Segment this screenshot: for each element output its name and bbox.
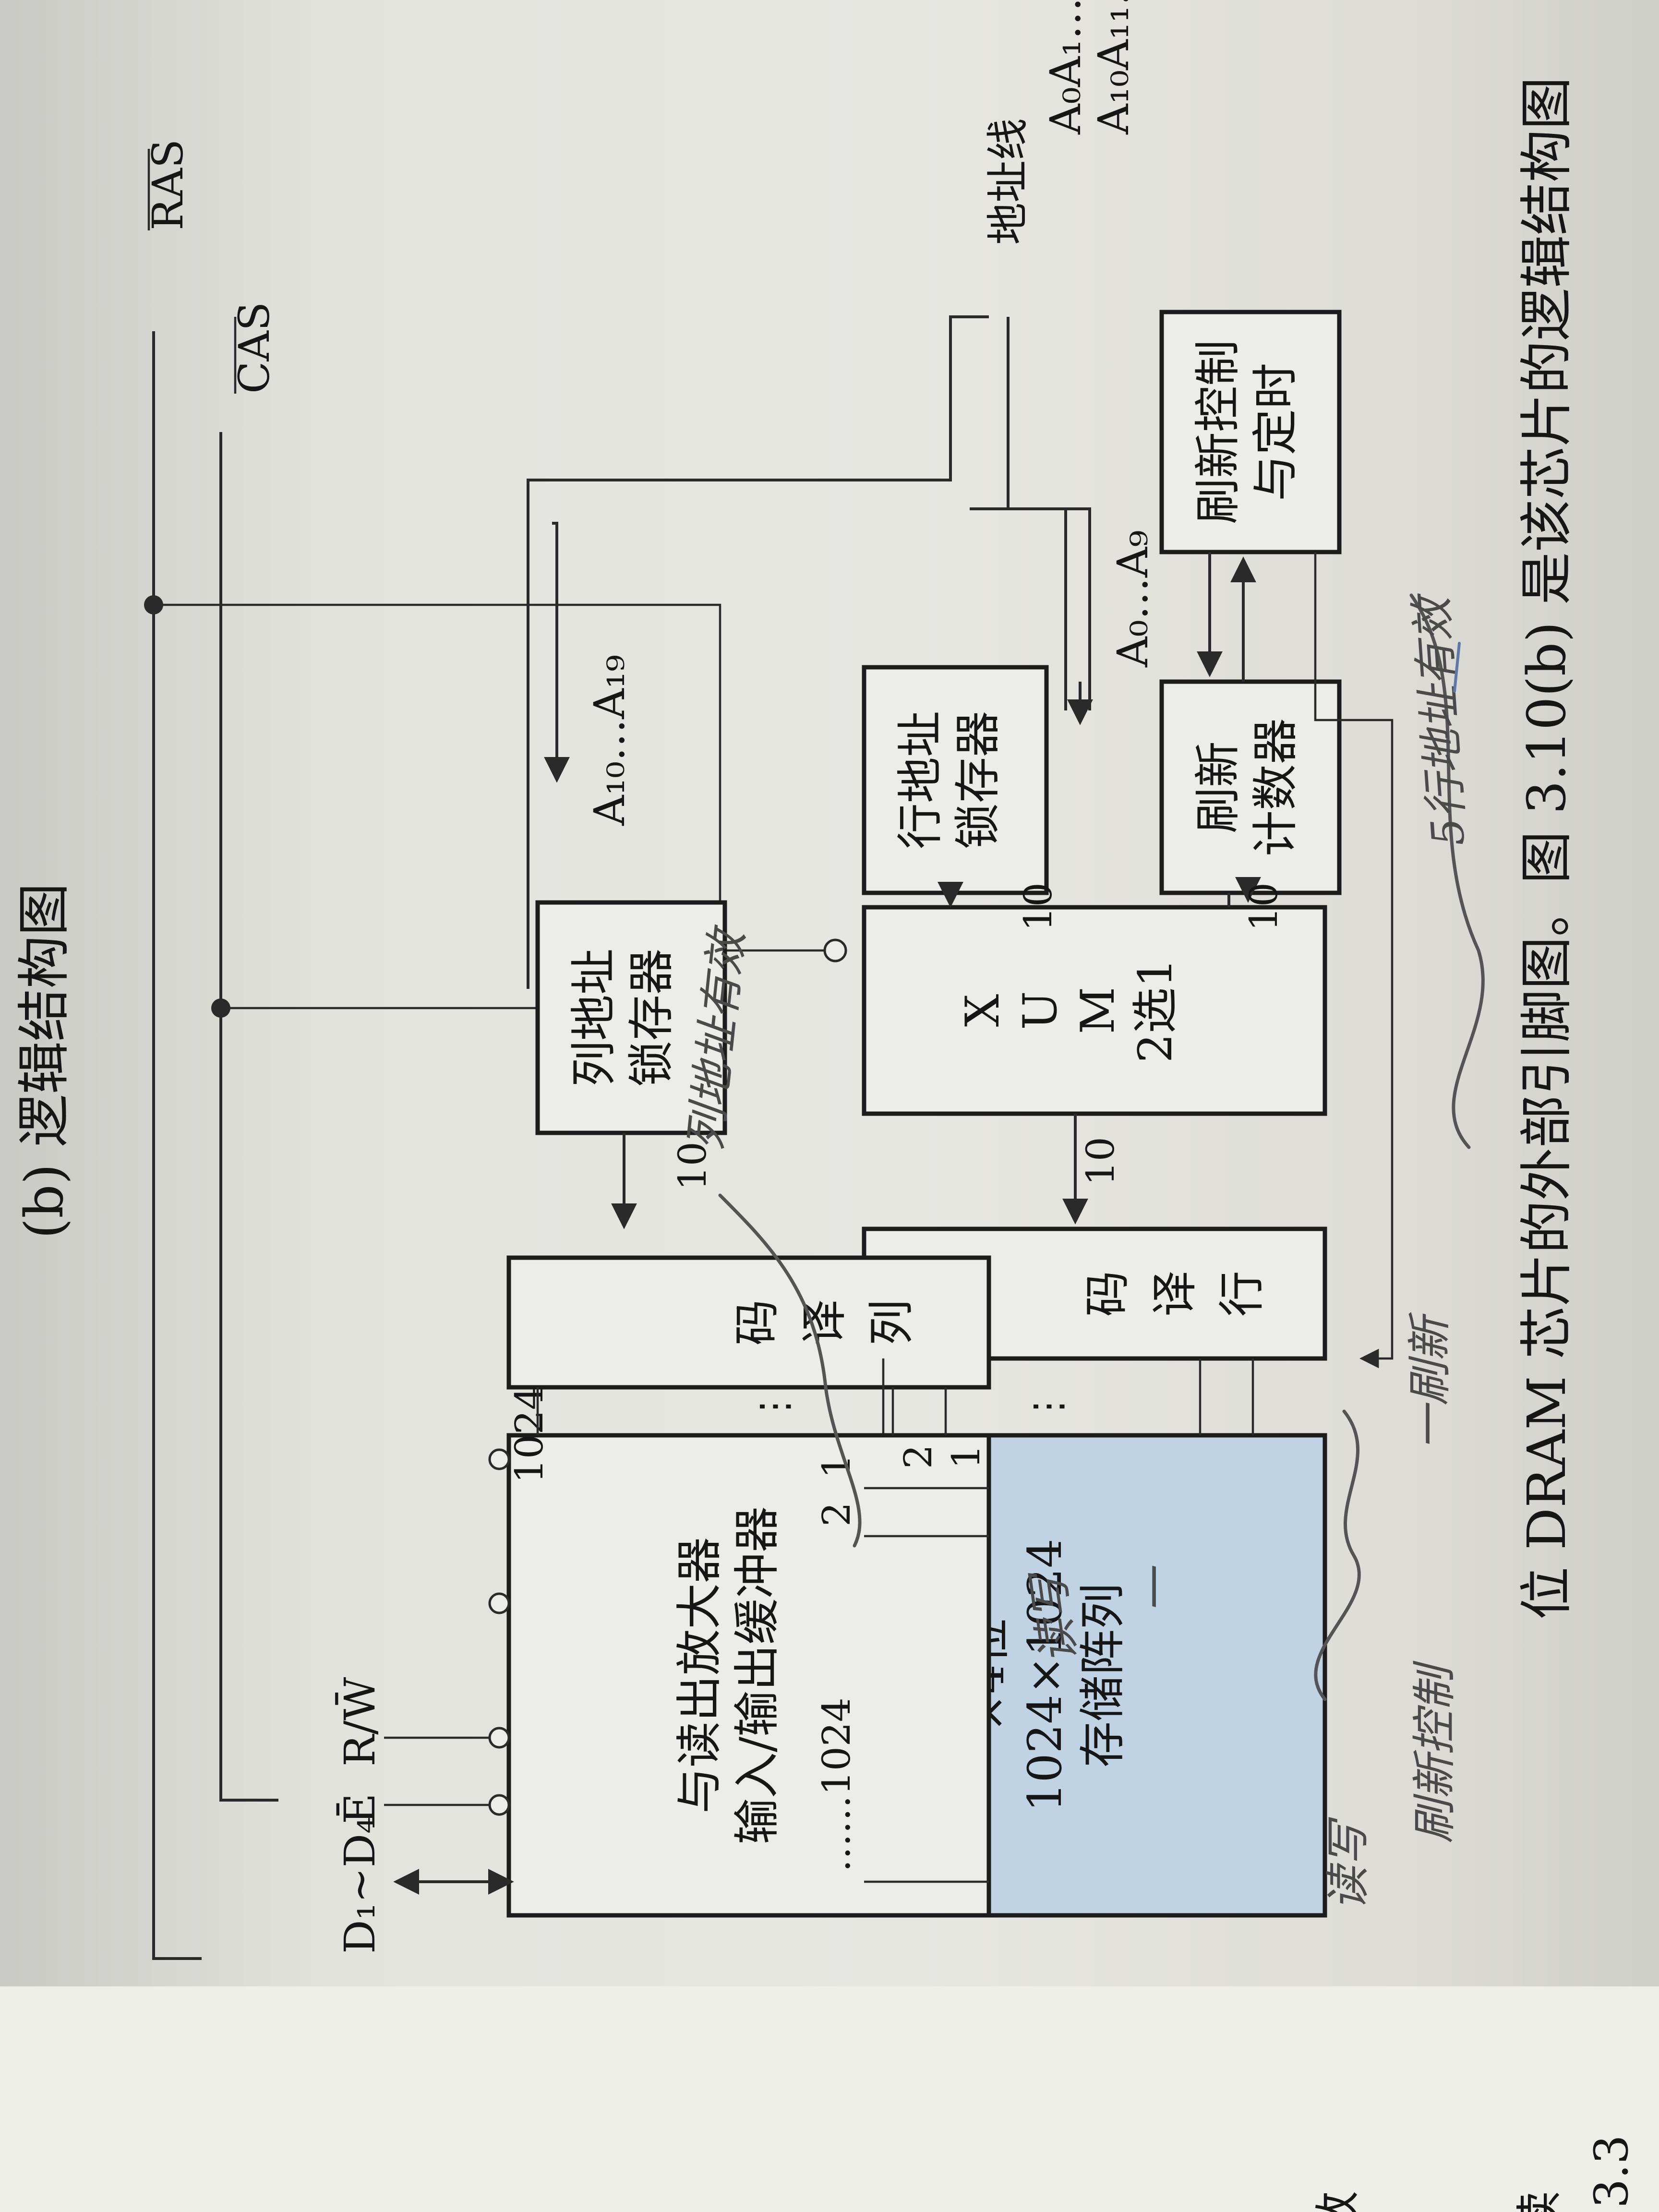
row-decoder-char1: 行 xyxy=(1215,1271,1269,1317)
rw-pin-bubble xyxy=(490,1728,509,1747)
io-buffer-line1: 输入/输出缓冲器 xyxy=(730,1506,784,1844)
address-bus-inner xyxy=(1008,317,1090,710)
ras-io-bubble xyxy=(490,1594,509,1613)
array-io-1: 1 xyxy=(814,1454,859,1479)
col-wire-vdots: ⋮ xyxy=(752,1387,796,1426)
memory-array-line1: 存储阵列 xyxy=(1076,1583,1130,1767)
row-bus-label: A₀…A₉ xyxy=(1108,530,1157,668)
handwriting-6: 刷新控制 xyxy=(1409,1660,1460,1843)
side-text-2: 读 xyxy=(1513,2191,1566,2212)
col-latch-line1: 列地址 xyxy=(567,949,621,1087)
refresh-counter-line2: 计数器 xyxy=(1249,718,1302,856)
array-io-dots: ……1024 xyxy=(814,1697,859,1872)
address-pins-2: A₁₀A₁₁…A₁₉ xyxy=(1089,0,1138,135)
ras-label: RAS xyxy=(143,139,192,230)
address-lines-label: 地址线 xyxy=(983,118,1033,245)
rw-label: R/W̄ xyxy=(335,1677,385,1767)
side-text-1: 3.3 xyxy=(1585,2135,1638,2208)
col-decoder-char1: 列 xyxy=(865,1299,918,1346)
handwriting-7: 读写 xyxy=(1322,1817,1374,1911)
io-label-1: 1 xyxy=(944,1444,988,1469)
col-bus xyxy=(552,523,557,778)
row-decoder-char2: 译 xyxy=(1148,1271,1202,1317)
counter-width: 10 xyxy=(1241,882,1286,931)
caption-bottom: (b) 逻辑结构图 xyxy=(13,883,75,1238)
row-decoder-char3: 码 xyxy=(1081,1271,1134,1317)
io-label-2: 2 xyxy=(896,1444,940,1469)
ras-line xyxy=(154,331,202,1959)
address-pins-1: A₀A₁…A₉/ xyxy=(1041,0,1090,135)
row-wire-vdots: ⋮ xyxy=(1025,1387,1070,1426)
row-latch-line1: 行地址 xyxy=(893,711,947,849)
cas-io-bubble xyxy=(490,1450,509,1469)
cas-line xyxy=(221,432,278,1800)
array-io-2: 2 xyxy=(814,1502,859,1527)
refresh-control-line1: 刷新控制 xyxy=(1191,340,1245,524)
col-latch-line2: 锁存器 xyxy=(625,949,678,1087)
row-latch-bubble xyxy=(825,940,846,961)
row-latch-line2: 锁存器 xyxy=(951,711,1005,849)
mux-decoder-width: 10 xyxy=(1078,1137,1123,1186)
cas-junction xyxy=(211,998,230,1018)
mux-line1: 2选1 xyxy=(1129,958,1182,1063)
e-pin-bubble xyxy=(490,1795,509,1815)
caption-top: 位 DRAM 芯片的外部引脚图。图 3.10(b) 是该芯片的逻辑结构图 xyxy=(1516,77,1577,1620)
refresh-control-line2: 与定时 xyxy=(1249,363,1302,501)
col-bus-label: A₁₀…A₁₉ xyxy=(585,655,634,826)
handwriting-5: 一 xyxy=(1130,1565,1182,1613)
data-label: D₁~D₄ xyxy=(335,1817,385,1954)
cas-label: CAS xyxy=(229,302,279,394)
io-label-1024-left: 1024 xyxy=(507,1385,552,1483)
handwriting-3: 一刷新 xyxy=(1404,1312,1455,1450)
mux-line2: M xyxy=(1071,987,1125,1034)
io-buffer-line2: 与读出放大器 xyxy=(673,1537,726,1814)
col-decoder-char3: 码 xyxy=(730,1299,784,1346)
latch-width: 10 xyxy=(1016,882,1060,931)
ras-junction xyxy=(144,595,163,614)
mux-line3: U xyxy=(1013,991,1067,1030)
ras-branch xyxy=(154,605,826,950)
refresh-counter-line1: 刷新 xyxy=(1191,741,1245,833)
side-text-4: 数 xyxy=(1311,2191,1365,2212)
mux-line4: X xyxy=(956,994,1010,1027)
handwriting-1: 5行地址有效 xyxy=(1406,590,1475,848)
